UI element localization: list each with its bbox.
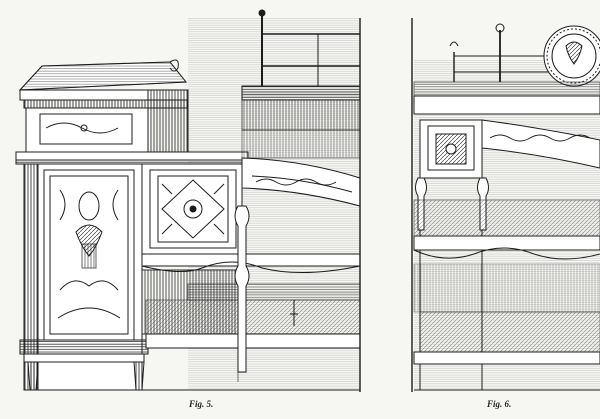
decorative-plate-icon <box>543 25 600 87</box>
figure-5-caption: Fig. 5. <box>189 399 214 409</box>
figure-5-drawing <box>15 9 361 392</box>
gallery-rail-icon <box>449 23 560 82</box>
painted-panel-ornament-icon <box>57 189 121 319</box>
figure-6-caption: Fig. 6. <box>487 399 512 409</box>
gallery-rail-icon <box>258 9 360 86</box>
figure-6-drawing <box>411 18 600 392</box>
